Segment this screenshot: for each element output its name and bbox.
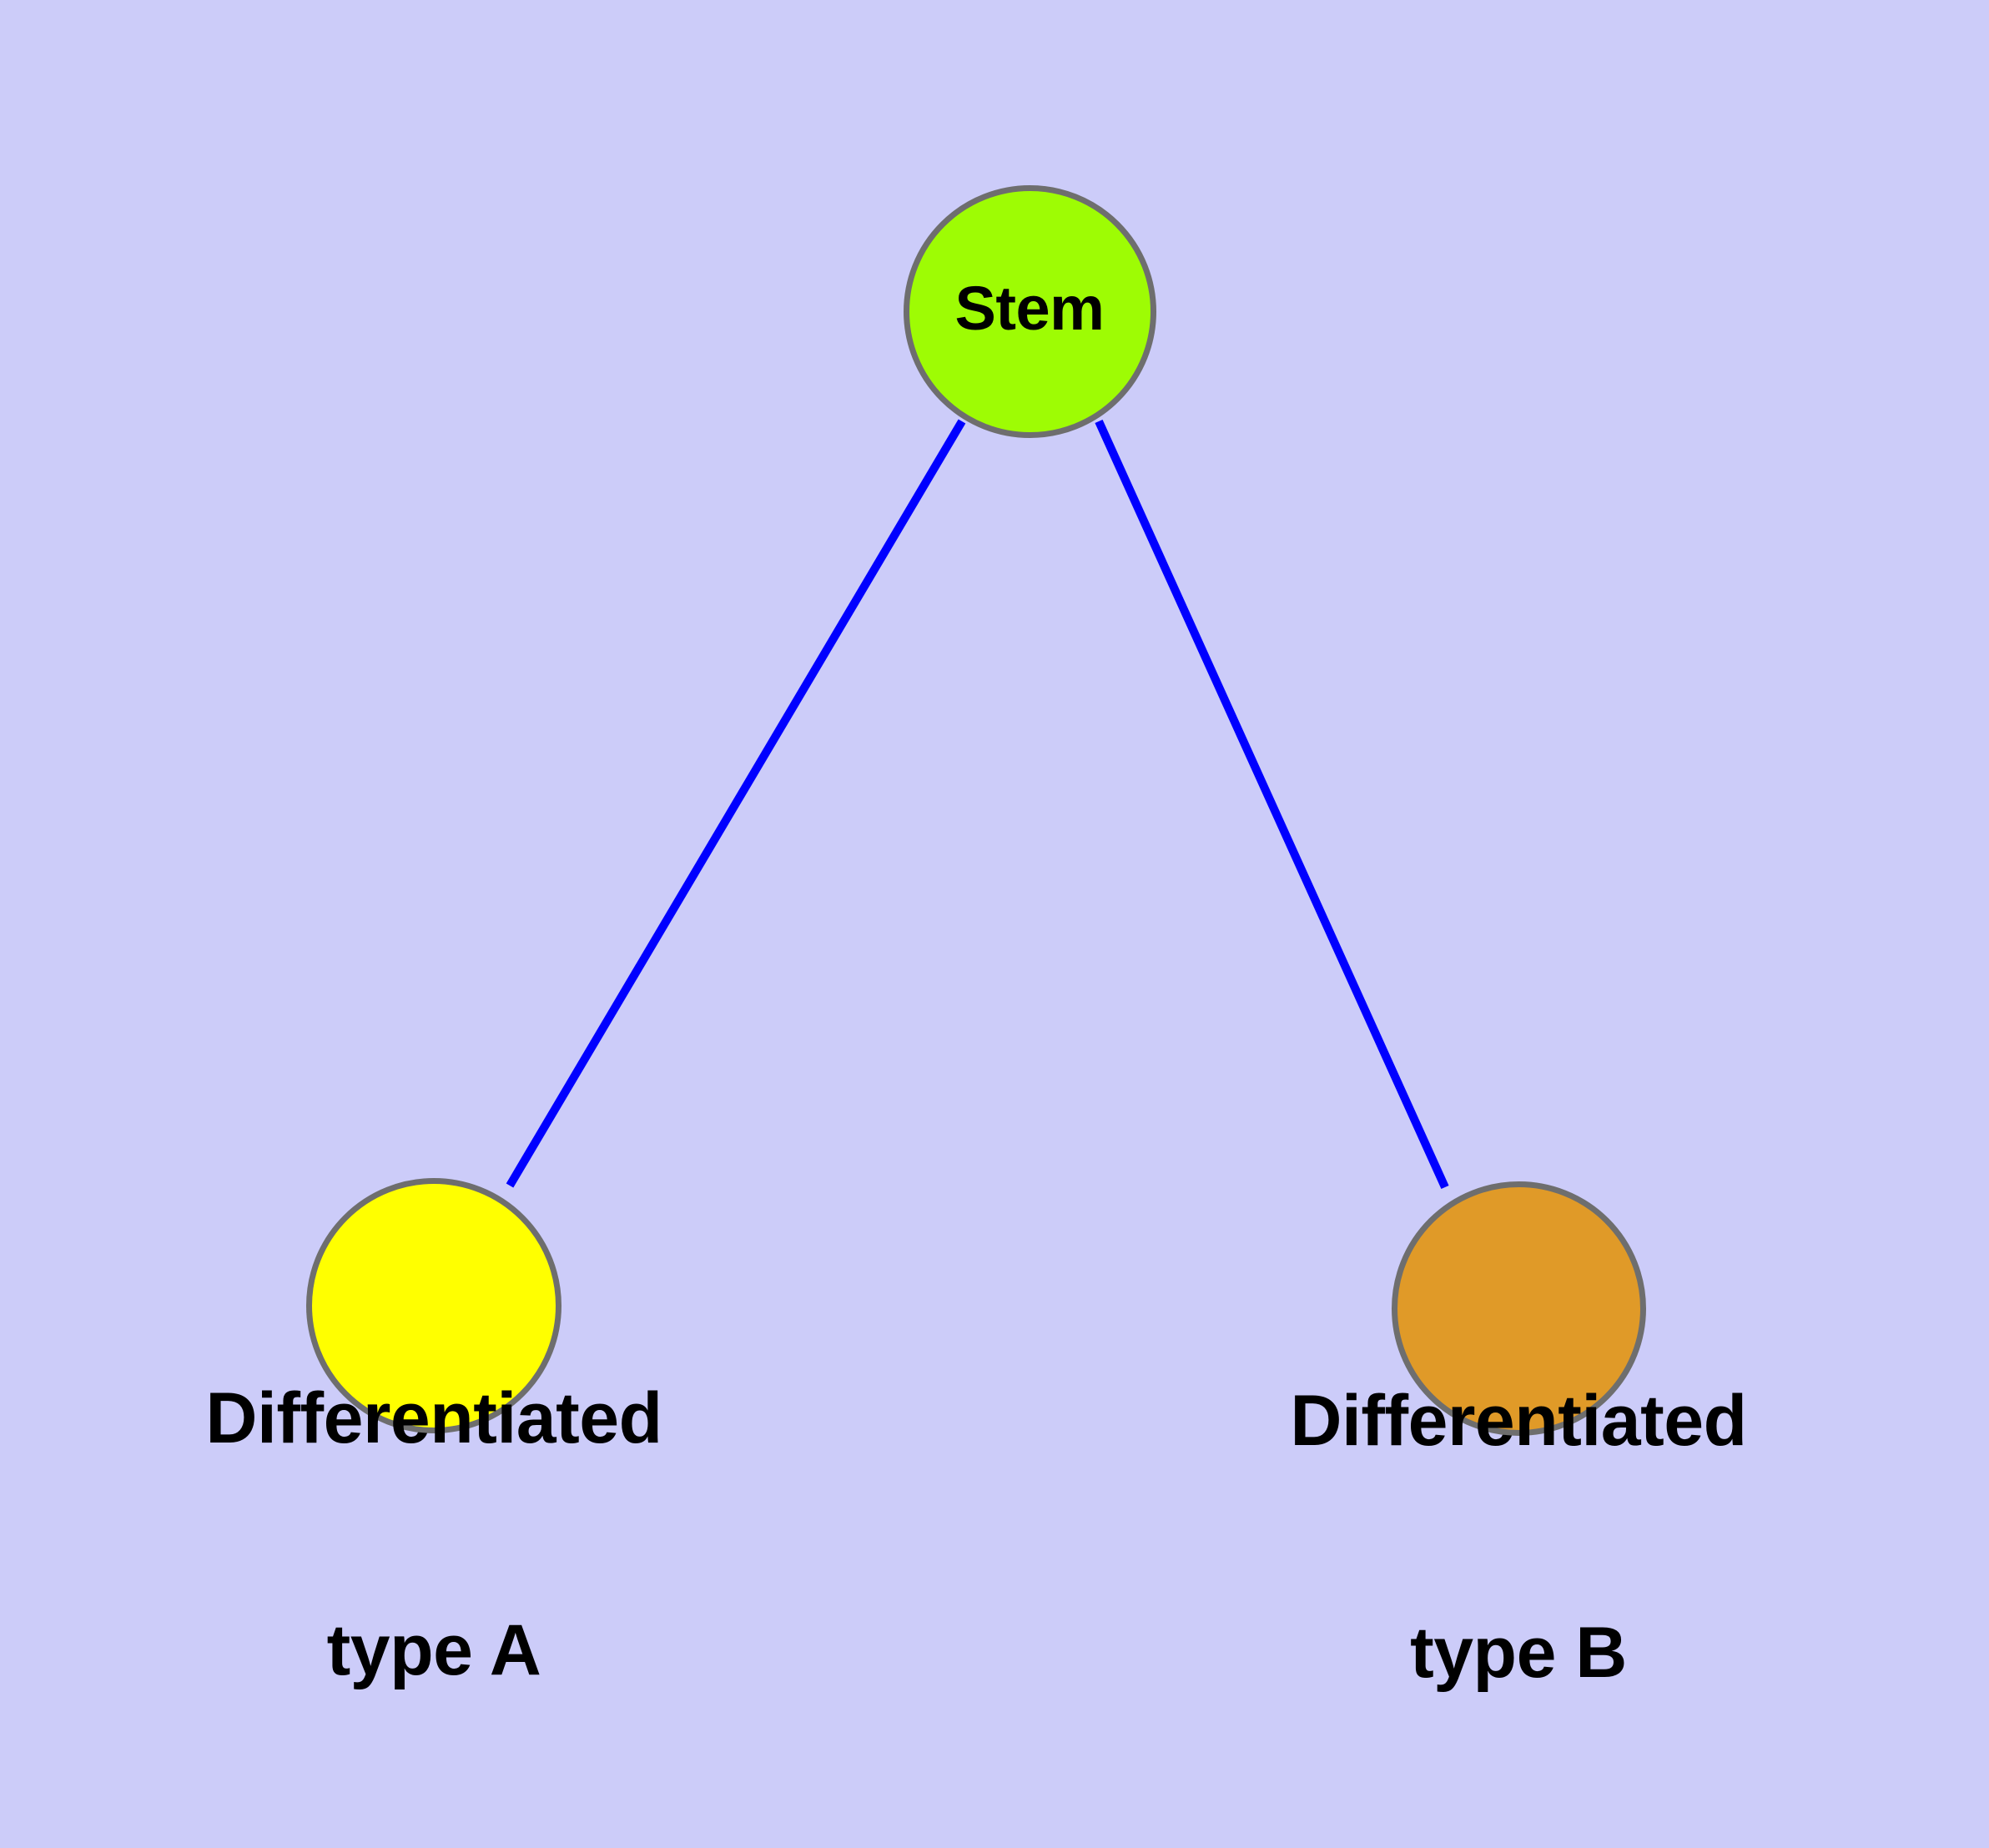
edge-stem-to-differentiated-type-b[interactable] (1095, 419, 1449, 1190)
node-stem[interactable] (904, 185, 1156, 438)
node-differentiated-type-b[interactable] (1392, 1181, 1646, 1436)
node-differentiated-type-b-label-line2: type B (1410, 1613, 1627, 1694)
node-differentiated-type-a-label-line1: Differentiated (205, 1377, 662, 1458)
node-differentiated-type-a-label: Differentiated type A (17, 1225, 851, 1845)
node-differentiated-type-a-label-line2: type A (326, 1610, 541, 1691)
graph-canvas: Stem Differentiated type A Differentiate… (205, 185, 1748, 1692)
edge-stem-to-differentiated-type-a[interactable] (506, 419, 966, 1188)
node-differentiated-type-b-label-line1: Differentiated (1290, 1380, 1747, 1461)
node-differentiated-type-b-label: Differentiated type B (1101, 1227, 1936, 1847)
node-stem-label: Stem (954, 274, 1105, 343)
node-differentiated-type-a[interactable] (306, 1178, 561, 1433)
edge-layer (506, 419, 1449, 1190)
